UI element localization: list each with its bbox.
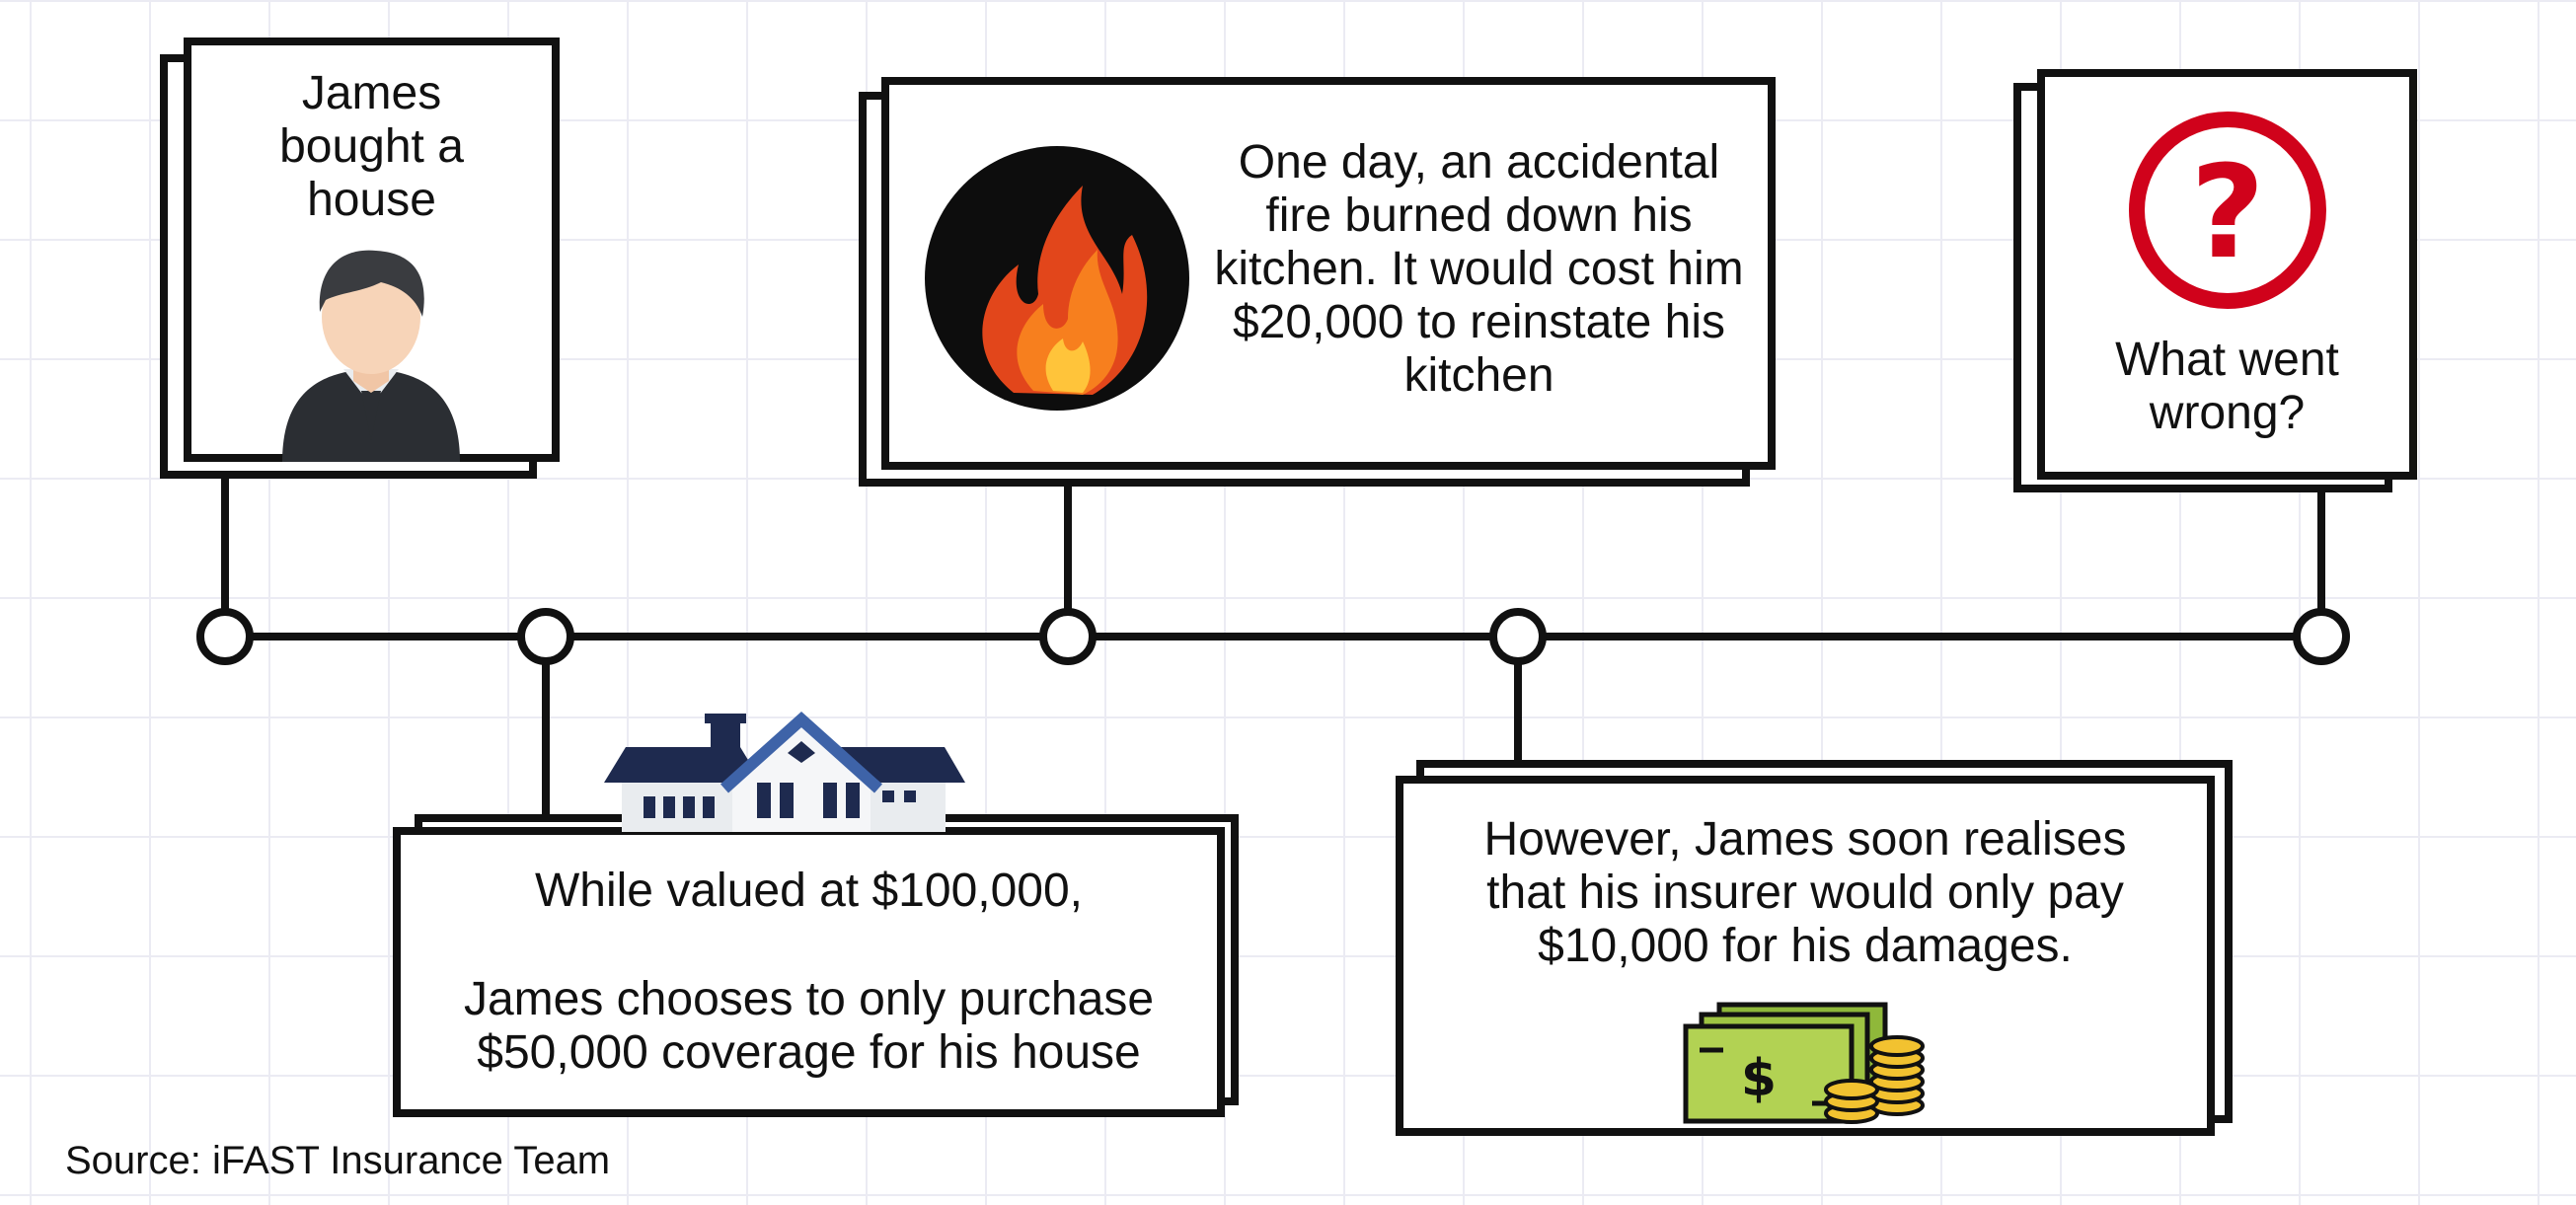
card-question-text: What went wrong? (2115, 334, 2339, 439)
timeline-node-1 (196, 608, 254, 665)
question-mark-glyph: ? (2190, 137, 2264, 287)
card-fire: One day, an accidental fire burned down … (881, 77, 1776, 470)
card-payout: However, James soon realises that his in… (1396, 776, 2215, 1136)
timeline-node-3 (1039, 608, 1097, 665)
fire-icon (925, 146, 1189, 411)
timeline-node-5 (2293, 608, 2350, 665)
card-bought-house: James bought a house (184, 38, 560, 462)
source-caption: Source: iFAST Insurance Team (65, 1139, 611, 1182)
question-mark-icon: ? (2129, 112, 2326, 309)
money-icon: $ (1683, 1002, 1925, 1124)
card-coverage: While valued at $100,000, James chooses … (393, 827, 1225, 1117)
card-fire-text: One day, an accidental fire burned down … (1214, 136, 1744, 402)
businessman-icon (282, 250, 460, 462)
card-payout-text: However, James soon realises that his in… (1483, 813, 2127, 972)
card-coverage-line2: James chooses to only purchase $50,000 c… (463, 973, 1155, 1079)
timeline-node-4 (1489, 608, 1547, 665)
timeline-node-2 (517, 608, 574, 665)
card-bought-house-text: James bought a house (279, 67, 464, 226)
card-question: ? What went wrong? (2037, 69, 2417, 480)
house-icon (604, 711, 965, 832)
svg-text:$: $ (1741, 1049, 1777, 1108)
card-coverage-line1: While valued at $100,000, (534, 865, 1084, 917)
